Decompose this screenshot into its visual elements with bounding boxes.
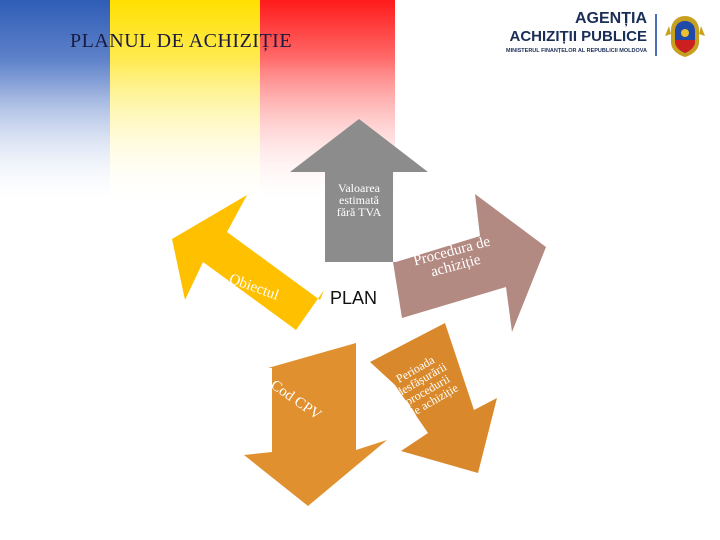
arrow-bottom-left <box>244 343 387 506</box>
arrow-top-label: Valoarea estimată fără TVA <box>325 182 393 218</box>
agency-logo: AGENȚIA ACHIZIȚII PUBLICE MINISTERUL FIN… <box>505 10 715 62</box>
logo-divider <box>655 14 657 56</box>
logo-line-1: AGENȚIA <box>575 10 647 27</box>
arrow-top-label-line-2: estimată <box>339 193 379 207</box>
arrow-right <box>393 194 546 332</box>
arrow-top-label-line-1: Valoarea <box>338 181 380 195</box>
page-title: PLANUL DE ACHIZIȚIE <box>70 30 293 52</box>
logo-line-3: MINISTERUL FINANȚELOR AL REPUBLICII MOLD… <box>506 48 647 54</box>
arrow-left <box>172 195 324 330</box>
diagram-center-label: PLAN <box>330 288 378 308</box>
coat-of-arms-icon <box>665 16 705 57</box>
arrow-top-label-line-3: fără TVA <box>336 205 382 219</box>
logo-line-2: ACHIZIȚII PUBLICE <box>509 28 648 45</box>
arrow-top <box>290 119 428 262</box>
arrow-bottom-right <box>370 323 497 473</box>
